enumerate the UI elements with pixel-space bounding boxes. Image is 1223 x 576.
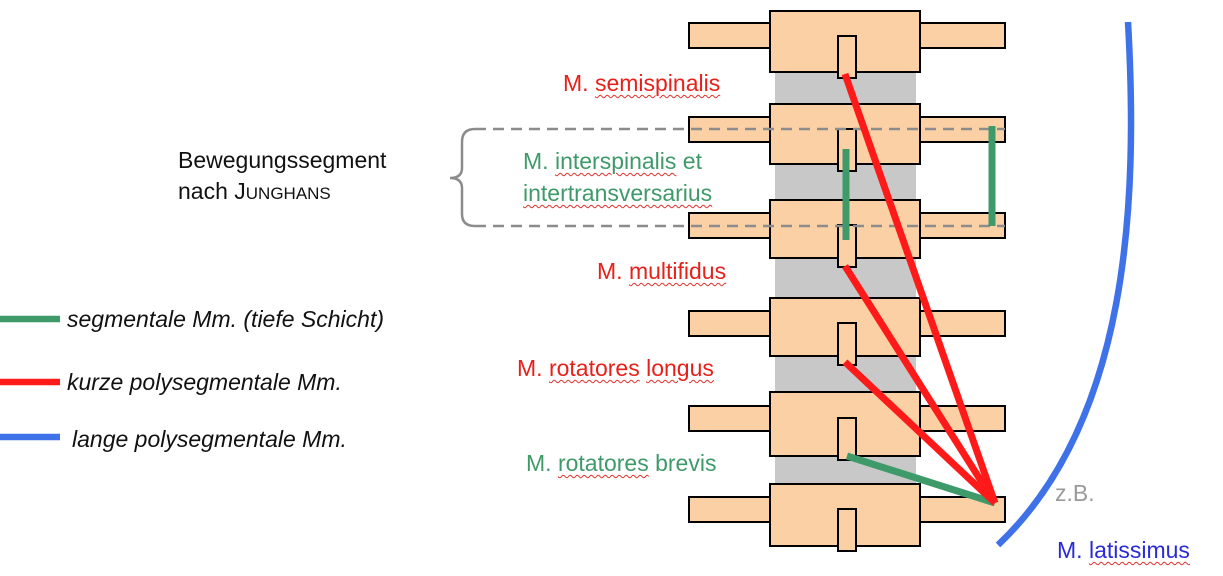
curly-brace-icon: [449, 127, 476, 228]
semispinalis-line: [841, 72, 999, 505]
motion-segment-label: Bewegungssegment nach JUNGHANS: [178, 147, 386, 207]
short-polysegmental-muscles: [841, 72, 999, 506]
motion-segment-label-line1: Bewegungssegment: [178, 147, 387, 173]
vertebra-4: [688, 297, 1006, 366]
legend-item-segmental: segmentale Mm. (tiefe Schicht): [67, 306, 385, 332]
label-semispinalis: M. semispinalis: [563, 70, 721, 96]
multifidus-line: [842, 264, 998, 505]
label-rotatores-brevis: M. rotatores brevis: [526, 450, 717, 476]
label-zb: z.B.: [1055, 480, 1095, 506]
rotatores-brevis-line: [845, 452, 997, 507]
legend-item-long-polysegmental: lange polysegmentale Mm.: [72, 426, 347, 452]
rotatores-longus-line: [842, 359, 998, 506]
legend-item-short-polysegmental: kurze polysegmentale Mm.: [67, 369, 342, 395]
legend-swatches: [0, 315, 60, 441]
latissimus-line: [995, 21, 1135, 548]
vertebra-5: [688, 391, 1006, 461]
label-latissimus: M. latissimus: [1057, 537, 1190, 563]
segmental-muscles: [842, 126, 997, 507]
motion-segment-label-line2: nach JUNGHANS: [178, 178, 331, 204]
vertebra-6: [688, 483, 1006, 552]
motion-segment-outline: [475, 127, 1005, 228]
vertebra-1: [688, 10, 1006, 79]
label-interspinalis: M. interspinalis et intertransversarius: [523, 148, 713, 206]
label-multifidus: M. multifidus: [597, 258, 727, 284]
label-rotatores-longus: M. rotatores longus: [517, 355, 714, 381]
